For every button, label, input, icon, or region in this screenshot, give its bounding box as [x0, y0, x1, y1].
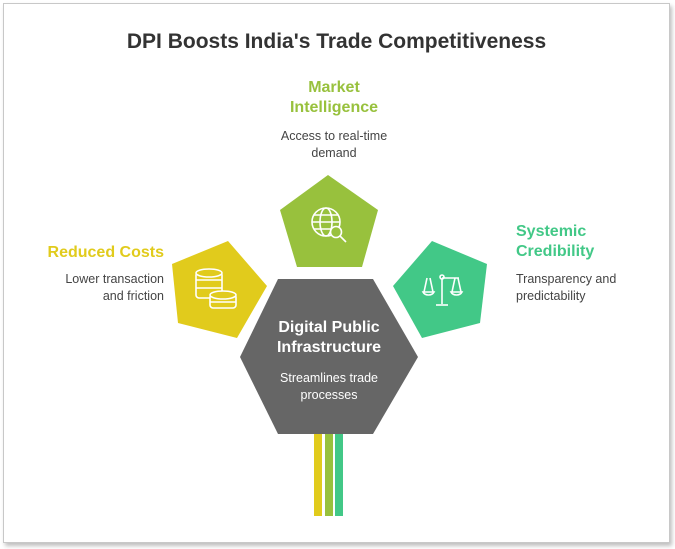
market-intelligence-desc: Access to real-time demand	[249, 128, 419, 162]
systemic-credibility-title-1: Systemic	[516, 223, 587, 240]
systemic-credibility-pentagon	[393, 241, 487, 338]
market-intelligence-title-1: Market	[308, 79, 360, 96]
diagram-title: DPI Boosts India's Trade Competitiveness	[126, 30, 547, 53]
center-title-2: Infrastructure	[276, 339, 382, 356]
desc-line: Lower transaction	[65, 272, 164, 286]
reduced-costs-title: Reduced Costs	[47, 244, 164, 261]
center-title-1: Digital Public	[278, 319, 380, 336]
coins-icon	[195, 268, 237, 309]
desc-line: and friction	[102, 289, 164, 303]
reduced-costs-desc: Lower transaction and friction	[14, 271, 164, 305]
desc-line: demand	[311, 146, 357, 160]
desc-line: predictability	[516, 289, 586, 303]
desc-line: Transparency and	[516, 272, 617, 286]
stem-green	[325, 434, 333, 516]
market-intelligence-pentagon	[280, 175, 378, 267]
diagram-frame: DPI Boosts India's Trade Competitiveness…	[3, 3, 670, 543]
market-intelligence-title-2: Intelligence	[289, 99, 379, 116]
desc-line: processes	[300, 388, 358, 402]
stem-teal	[335, 434, 343, 516]
center-desc: Streamlines trade processes	[254, 370, 404, 404]
center-hexagon	[240, 279, 418, 434]
systemic-credibility-desc: Transparency and predictability	[516, 271, 666, 305]
scales-icon	[421, 274, 464, 306]
globe-search-icon	[311, 207, 347, 243]
desc-line: Access to real-time	[280, 129, 388, 143]
diagram-graphic	[172, 175, 487, 516]
systemic-credibility-title-2: Credibility	[516, 243, 595, 260]
desc-line: Streamlines trade	[280, 371, 378, 385]
stem-yellow	[314, 434, 322, 516]
